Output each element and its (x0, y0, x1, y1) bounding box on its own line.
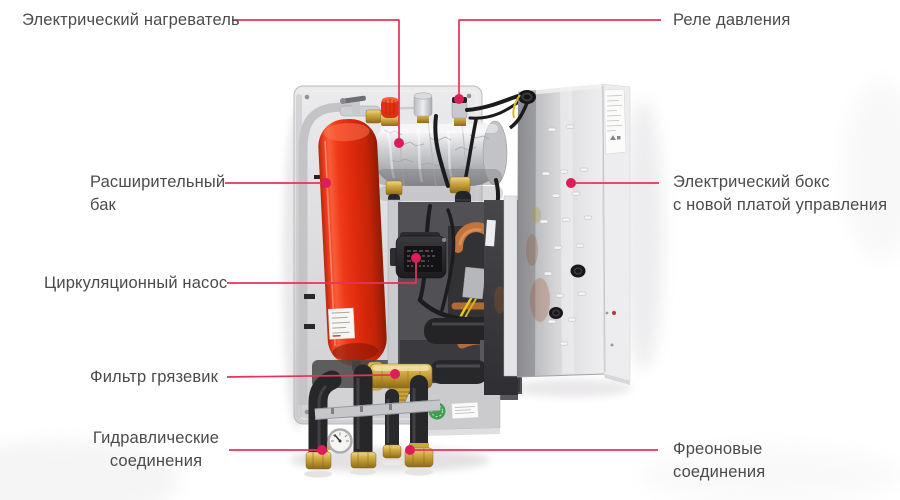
label-expansion-tank: Расширительный бак (90, 171, 225, 217)
expansion-tank (318, 118, 387, 372)
annotation-dirt-filter (226, 369, 400, 379)
label-circulation-pump: Циркуляционный насос (44, 272, 227, 295)
label-text: Гидравлические (92, 429, 220, 447)
label-freon-connections: Фреоновые соединения (673, 438, 765, 484)
door-side-sticker (603, 88, 627, 155)
side-gap (484, 195, 518, 395)
annotation-expansion-tank (225, 178, 331, 188)
pressure-gauge (327, 428, 353, 454)
label-electric-heater: Электрический нагреватель (22, 9, 240, 32)
background-vignette (0, 80, 900, 500)
label-text: Циркуляционный насос (44, 274, 228, 292)
label-text: Фильтр грязевик (90, 368, 218, 386)
circulation-pump-device (390, 232, 447, 279)
label-text: соединения (673, 463, 766, 481)
label-text: Реле давления (673, 11, 791, 29)
annotation-electric-heater (232, 19, 404, 148)
door-vent-slots (539, 124, 593, 346)
annotation-circulation-pump (227, 253, 421, 284)
electric-box-door (508, 83, 631, 385)
annotation-lines (225, 19, 661, 455)
panel-label-sticker (451, 402, 479, 419)
label-electric-box: Электрический бокс с новой платой управл… (673, 171, 887, 217)
label-text: бак (90, 196, 116, 214)
pipe-strap (314, 399, 441, 420)
annotation-hydraulic-connections (229, 445, 327, 455)
annotation-electric-box (566, 178, 659, 188)
label-text: Электрический бокс (673, 173, 830, 191)
annotation-freon-connections (405, 445, 658, 455)
label-text: Расширительный (90, 173, 226, 191)
annotation-pressure-relay (454, 19, 661, 104)
label-hydraulic-connections: Гидравлические соединения (86, 427, 226, 473)
air-vent-valve (413, 92, 433, 123)
foil-highlights (386, 127, 454, 183)
door-grommets (518, 90, 586, 319)
label-text: Электрический нагреватель (22, 11, 240, 29)
door-led (612, 311, 616, 315)
red-cap-valve (381, 97, 399, 126)
pipe-fittings (304, 443, 434, 478)
label-pressure-relay: Реле давления (673, 9, 791, 32)
label-text: соединения (109, 452, 203, 470)
label-dirt-filter: Фильтр грязевик (90, 366, 218, 389)
tank-spec-sticker (327, 307, 355, 340)
label-text: с новой платой управления (673, 196, 888, 214)
label-text: Фреоновые (673, 440, 763, 458)
